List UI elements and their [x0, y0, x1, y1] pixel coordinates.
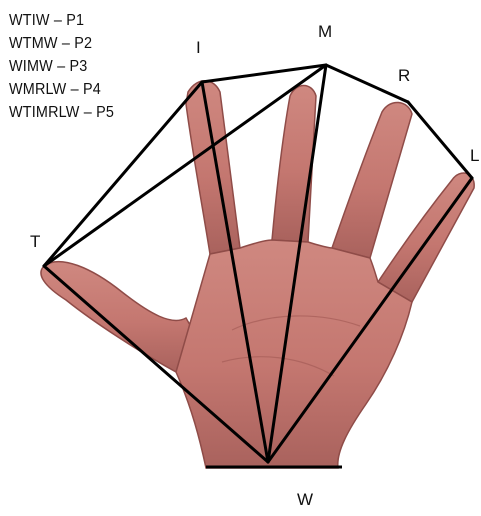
- middle-finger: [272, 86, 316, 243]
- point-label-m: M: [318, 22, 332, 42]
- index-finger: [186, 81, 240, 254]
- legend: WTIW – P1 WTMW – P2 WIMW – P3 WMRLW – P4…: [9, 9, 114, 124]
- point-label-t: T: [30, 232, 40, 252]
- line-M-R: [326, 65, 408, 102]
- legend-item-p4: WMRLW – P4: [9, 78, 114, 101]
- legend-item-p5: WTIMRLW – P5: [9, 101, 114, 124]
- point-label-l: L: [470, 146, 479, 166]
- line-R-L: [408, 102, 472, 178]
- point-label-r: R: [398, 66, 410, 86]
- little-finger: [378, 173, 474, 302]
- ring-finger: [332, 102, 412, 258]
- point-label-w: W: [297, 490, 313, 510]
- legend-item-p1: WTIW – P1: [9, 9, 114, 32]
- legend-item-p3: WIMW – P3: [9, 55, 114, 78]
- point-label-i: I: [196, 38, 201, 58]
- legend-item-p2: WTMW – P2: [9, 32, 114, 55]
